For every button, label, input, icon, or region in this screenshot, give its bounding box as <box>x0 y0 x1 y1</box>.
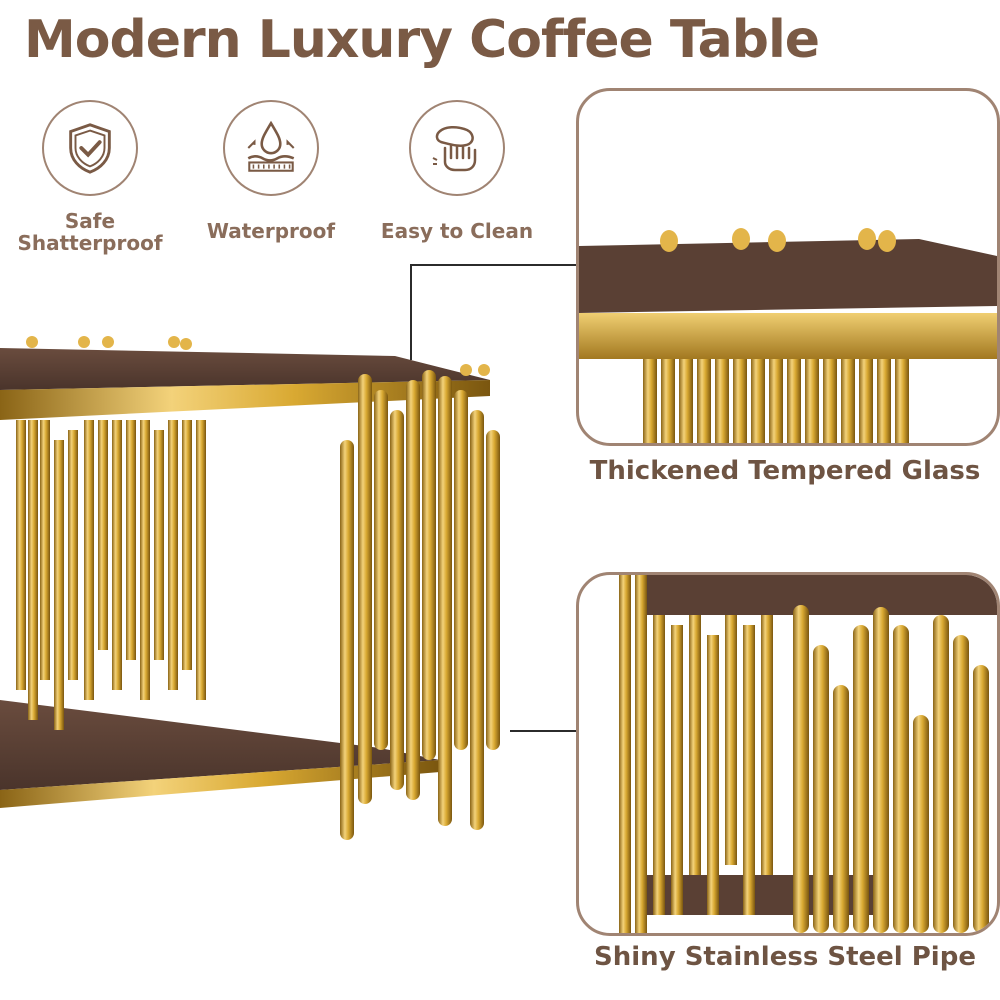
shield-check-icon <box>69 123 111 174</box>
leader-line-glass-horizontal <box>410 264 576 266</box>
glass-studs <box>26 336 490 376</box>
feature-circle <box>409 100 505 196</box>
feature-label-line1: Easy to Clean <box>380 219 534 243</box>
leader-line-glass-vertical <box>410 264 412 360</box>
feature-circle <box>223 100 319 196</box>
water-drop-icon <box>247 120 295 172</box>
feature-label: Safe Shatterproof <box>5 210 175 254</box>
caption-tempered-glass: Thickened Tempered Glass <box>589 456 981 486</box>
inset-pipe-photo <box>619 575 997 933</box>
feature-label: Easy to Clean <box>372 220 542 242</box>
page-title: Modern Luxury Coffee Table <box>24 10 820 70</box>
caption-steel-pipe: Shiny Stainless Steel Pipe <box>594 942 976 972</box>
right-pipes <box>340 370 500 840</box>
feature-circle <box>42 100 138 196</box>
inset-tempered-glass <box>576 88 1000 446</box>
leader-line-pipe <box>510 730 578 732</box>
feature-easy-to-clean: Easy to Clean <box>372 100 542 242</box>
gold-frame-bottom <box>0 760 440 808</box>
product-photo <box>0 336 500 840</box>
wipe-hand-icon <box>432 126 477 172</box>
feature-waterproof: Waterproof <box>186 100 356 242</box>
feature-label-line1: Safe <box>64 209 116 233</box>
feature-label: Waterproof <box>186 220 356 242</box>
feature-safe-shatterproof: Safe Shatterproof <box>5 100 175 254</box>
inset-glass-photo <box>579 228 997 443</box>
feature-label-line2: Shatterproof <box>17 231 163 255</box>
left-pipes <box>16 420 206 730</box>
inset-steel-pipe <box>576 572 1000 936</box>
feature-label-line1: Waterproof <box>206 219 336 243</box>
